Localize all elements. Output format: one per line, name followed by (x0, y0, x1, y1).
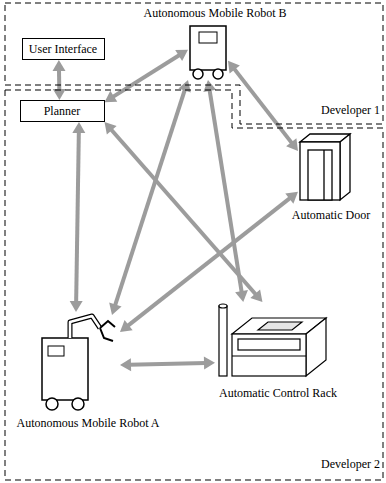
rack-pole-cap (219, 304, 227, 308)
robot-gripper (100, 321, 115, 341)
double-arrow (105, 122, 263, 302)
connector-line (129, 363, 206, 365)
arrowhead (178, 80, 190, 92)
connector-line (112, 55, 180, 98)
developer-region: Developer 2 PlannerAutomatic DoorAutonomo… (0, 86, 386, 483)
connector-line (115, 89, 185, 307)
robot-wheel (46, 398, 58, 410)
arrowhead (53, 89, 66, 100)
arrowhead (70, 301, 83, 312)
double-arrow (120, 357, 215, 372)
connector-line (110, 129, 256, 295)
door-frame (300, 142, 340, 200)
robot-wheel (213, 69, 223, 79)
rack-shelf-opening (238, 339, 300, 350)
arrowhead (53, 60, 66, 71)
robot-node: Autonomous Mobile Robot A (16, 312, 159, 430)
door-opening (308, 150, 332, 200)
node-label: Developer 1 (321, 103, 380, 117)
double-arrow (109, 80, 191, 315)
door-node: Automatic Door (292, 134, 370, 222)
robot-panel (48, 346, 64, 356)
rack-side (306, 318, 326, 376)
rack-shelf (232, 355, 306, 356)
figure-area (188, 25, 228, 80)
robot-body (190, 26, 226, 70)
node-label: Developer 2 (321, 457, 380, 471)
dashed-boundary (5, 90, 383, 480)
figure-area (40, 312, 120, 412)
node-label: Automatic Door (292, 208, 370, 222)
arrowhead (204, 357, 215, 370)
double-arrow (203, 80, 248, 302)
robot-wheel (193, 69, 203, 79)
node-label: Autonomous Mobile Robot A (16, 416, 159, 430)
rack-node: Automatic Control Rack (215, 302, 337, 400)
robot-node: Autonomous Mobile Robot B (143, 6, 286, 80)
arrowhead (235, 290, 248, 302)
process-box: User Interface (22, 38, 105, 60)
rack-front (232, 334, 306, 376)
double-arrow (120, 192, 298, 332)
double-arrow (105, 50, 188, 102)
double-arrow (228, 61, 298, 151)
arrowhead (105, 122, 117, 135)
arrowhead (286, 138, 298, 151)
double-arrow (53, 60, 66, 100)
arrowhead (109, 303, 121, 315)
arrowhead (175, 50, 188, 61)
node-label: Planner (44, 104, 81, 118)
connector-line (127, 197, 291, 326)
node-label: User Interface (29, 42, 97, 56)
arrowhead (120, 320, 133, 332)
robot-body (42, 338, 88, 400)
arrowhead (228, 61, 240, 74)
robot-arm (70, 316, 100, 338)
node-label: Automatic Control Rack (219, 386, 337, 400)
door-frame-side (340, 134, 350, 200)
arrowhead (285, 192, 298, 204)
arrowhead (120, 358, 131, 371)
rack-figure (219, 304, 326, 376)
robot-arm-inner (70, 316, 100, 338)
robot-panel (199, 32, 217, 43)
robot-wheel (72, 398, 84, 410)
robot-b-figure (190, 26, 226, 79)
connector-line (57, 69, 61, 91)
arrowhead (250, 289, 262, 302)
double-arrow (70, 122, 86, 312)
figure-area (298, 134, 350, 202)
dashed-boundary (5, 3, 383, 124)
connector-line (76, 131, 79, 303)
rack-pole (219, 306, 227, 376)
door-slab (323, 150, 324, 200)
rack-tray (258, 322, 302, 330)
figure-area (215, 302, 328, 378)
arrowhead (72, 122, 85, 133)
arrowhead (105, 91, 118, 102)
process-box: Planner (20, 100, 105, 122)
door-figure (300, 134, 350, 200)
connector-line (234, 68, 293, 144)
robot-a-figure (42, 316, 115, 410)
node-label: Autonomous Mobile Robot B (143, 6, 286, 20)
